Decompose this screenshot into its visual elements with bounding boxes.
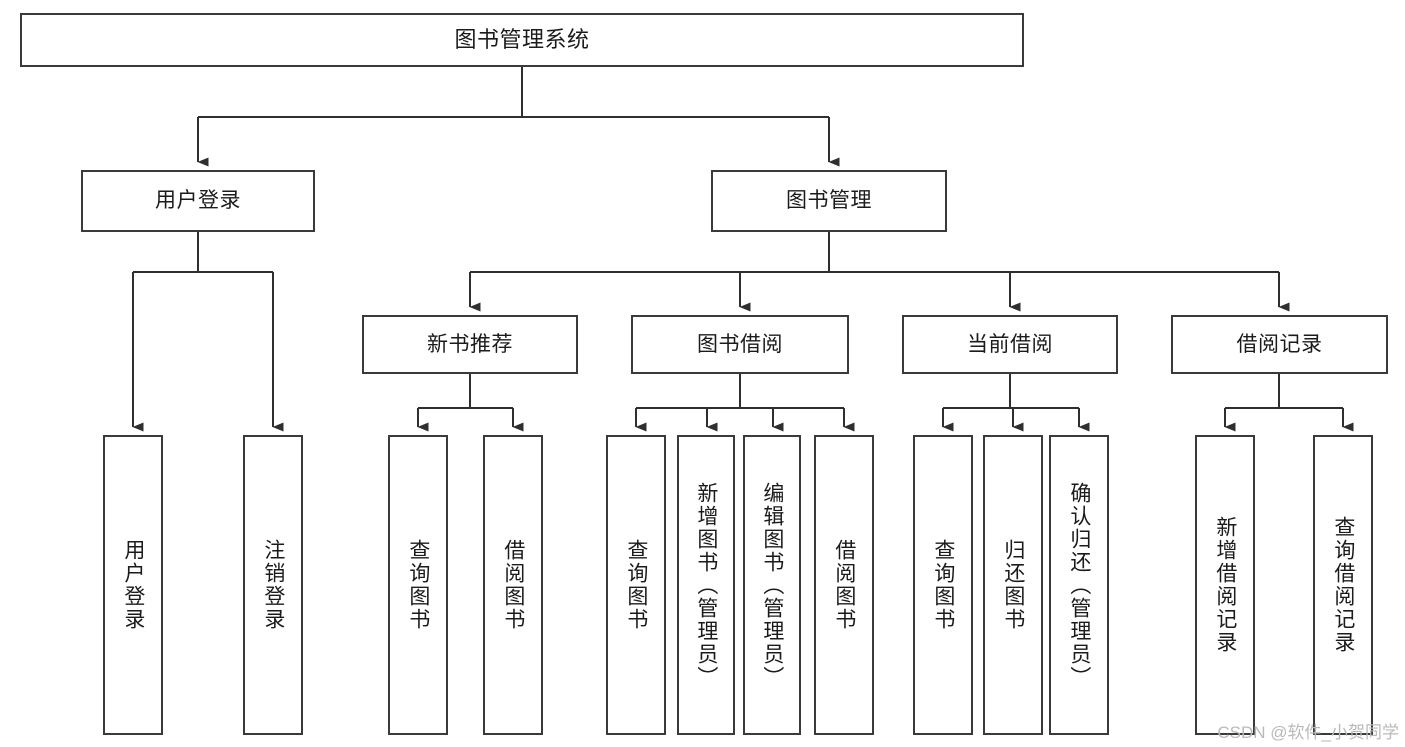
node-leaf-cb-confirm-return-label: 确认归还（管理员） (1067, 482, 1091, 689)
node-leaf-nb-borrow-book-label: 借阅图书 (501, 539, 525, 631)
node-leaf-br-query-record[interactable]: 查询借阅记录 (1313, 435, 1373, 735)
node-leaf-bb-edit-book[interactable]: 编辑图书（管理员） (743, 435, 801, 735)
node-leaf-bb-query-book[interactable]: 查询图书 (606, 435, 666, 735)
node-leaf-nb-query-book-label: 查询图书 (406, 539, 430, 631)
node-leaf-cb-confirm-return[interactable]: 确认归还（管理员） (1049, 435, 1109, 735)
node-leaf-user-login-label: 用户登录 (121, 539, 145, 631)
node-leaf-bb-edit-book-label: 编辑图书（管理员） (760, 482, 784, 689)
node-leaf-bb-query-book-label: 查询图书 (624, 539, 648, 631)
node-leaf-cb-query-book-label: 查询图书 (931, 539, 955, 631)
node-borrow-record[interactable]: 借阅记录 (1171, 315, 1388, 374)
node-user-login[interactable]: 用户登录 (81, 170, 315, 232)
node-leaf-bb-borrow-book-label: 借阅图书 (832, 539, 856, 631)
node-leaf-bb-add-book-label: 新增图书（管理员） (694, 482, 718, 689)
node-book-borrow[interactable]: 图书借阅 (631, 315, 849, 374)
node-book-borrow-label: 图书借阅 (697, 332, 783, 356)
csdn-watermark: CSDN @软件_小贺同学 (1217, 723, 1399, 742)
node-leaf-nb-query-book[interactable]: 查询图书 (388, 435, 448, 735)
node-new-book-recommend-label: 新书推荐 (427, 332, 513, 356)
node-leaf-br-add-record-label: 新增借阅记录 (1213, 516, 1237, 654)
node-root-system[interactable]: 图书管理系统 (20, 13, 1024, 67)
node-leaf-user-login[interactable]: 用户登录 (103, 435, 163, 735)
node-leaf-br-query-record-label: 查询借阅记录 (1331, 516, 1355, 654)
node-leaf-logout[interactable]: 注销登录 (243, 435, 303, 735)
node-leaf-cb-return-book[interactable]: 归还图书 (983, 435, 1043, 735)
node-leaf-cb-query-book[interactable]: 查询图书 (913, 435, 973, 735)
node-root-system-label: 图书管理系统 (454, 26, 590, 52)
node-leaf-logout-label: 注销登录 (261, 539, 285, 631)
node-leaf-bb-add-book[interactable]: 新增图书（管理员） (677, 435, 735, 735)
node-leaf-cb-return-book-label: 归还图书 (1001, 539, 1025, 631)
node-leaf-bb-borrow-book[interactable]: 借阅图书 (814, 435, 874, 735)
node-book-management-label: 图书管理 (786, 189, 872, 213)
node-leaf-nb-borrow-book[interactable]: 借阅图书 (483, 435, 543, 735)
node-current-borrow-label: 当前借阅 (967, 332, 1053, 356)
node-book-management[interactable]: 图书管理 (711, 170, 947, 232)
node-user-login-label: 用户登录 (155, 189, 241, 213)
node-new-book-recommend[interactable]: 新书推荐 (362, 315, 578, 374)
node-borrow-record-label: 借阅记录 (1236, 332, 1323, 356)
node-leaf-br-add-record[interactable]: 新增借阅记录 (1195, 435, 1255, 735)
node-current-borrow[interactable]: 当前借阅 (902, 315, 1118, 374)
